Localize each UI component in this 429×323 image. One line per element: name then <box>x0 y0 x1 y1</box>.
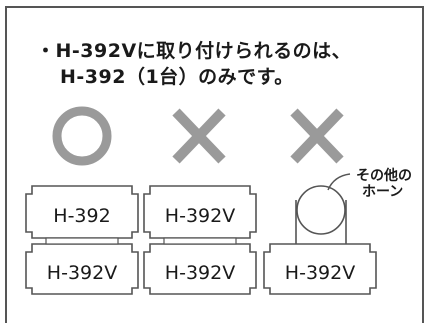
stack-ng-2: H-392V その他の ホーン <box>263 167 412 295</box>
panel-frame <box>5 6 424 323</box>
mount-shape <box>25 185 139 239</box>
mount-shape <box>143 243 257 295</box>
stack-ok: H-392 H-392V <box>25 185 139 295</box>
bottom-model-label: H-392V <box>165 262 235 284</box>
cross-ng-icon <box>172 108 226 164</box>
mount-shape <box>143 185 257 239</box>
callout-leader <box>327 173 351 191</box>
mount-shape <box>25 243 139 295</box>
circle-ok-icon <box>52 106 112 166</box>
mount-shape <box>263 243 377 295</box>
bottom-model-label: H-392V <box>285 262 355 284</box>
note-line-2: H-392（1台）のみです。 <box>60 66 294 88</box>
top-model-label: H-392 <box>53 205 110 227</box>
top-model-label: H-392V <box>165 205 235 227</box>
stack-ng-1: H-392V H-392V <box>143 185 257 295</box>
note-line-1: ・H-392Vに取り付けられるのは、 <box>36 40 352 62</box>
other-horn-shape <box>296 185 346 235</box>
bottom-model-label: H-392V <box>47 262 117 284</box>
cross-ng-icon <box>290 108 344 164</box>
horn-neck <box>295 200 347 244</box>
callout-line-2: ホーン <box>362 184 403 200</box>
callout-line-1: その他の <box>356 167 412 184</box>
